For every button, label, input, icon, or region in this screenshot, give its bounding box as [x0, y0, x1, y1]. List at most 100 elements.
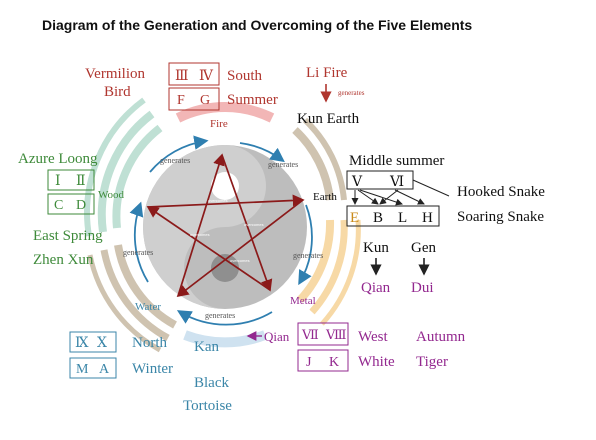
ring-water-segment: [87, 244, 177, 353]
earth-connector-lines: [351, 179, 450, 206]
fire-animal-line2: Bird: [104, 84, 131, 100]
water-code-bottom-1: M: [76, 362, 89, 377]
water-code-bottom-2: A: [99, 362, 110, 377]
fire-element-label: Fire: [210, 118, 228, 130]
earth-letter-b: B: [373, 210, 383, 226]
wood-code-box-top: [47, 169, 95, 191]
earth-season: Middle summer: [349, 153, 444, 169]
water-code-top-1: Ⅸ: [75, 336, 89, 351]
fire-code-top-1: Ⅲ: [175, 69, 189, 84]
ring-wood-segment: [84, 97, 163, 237]
wood-element-label: Wood: [98, 189, 125, 201]
cycle-arrow-fire-earth: [239, 142, 285, 163]
earth-letters-box: [346, 205, 440, 227]
water-element-label: Water: [135, 301, 161, 313]
cycle-arrow-wood-fire: [149, 135, 209, 173]
star-line-wood-earth: [147, 194, 305, 208]
wood-line1: East Spring: [33, 228, 103, 244]
kun-earth-label: Kun Earth: [297, 111, 360, 127]
overcomes-label-4: overcomes: [230, 258, 250, 263]
star-line-metal-wood: [146, 206, 271, 291]
metal-qian-label: Qian: [264, 329, 290, 344]
earth-letter-h: H: [422, 210, 433, 226]
cycle-arrow-earth-metal: [298, 204, 313, 286]
wood-code-bottom-2: D: [76, 198, 86, 213]
fire-animal-line1: Vermilion: [85, 66, 145, 82]
generates-label-earth-metal: generates: [293, 251, 323, 260]
generates-label-metal-water: generates: [205, 311, 235, 320]
earth-group: Middle summer Ⅴ Ⅵ E B L H Hooked Snake S…: [346, 153, 545, 296]
wood-code-top-2: Ⅱ: [76, 174, 86, 189]
metal-season: Autumn: [416, 329, 466, 345]
metal-code-top-1: Ⅶ: [301, 327, 319, 342]
earth-code-1: Ⅴ: [351, 175, 363, 190]
li-fire-generates: generates: [338, 89, 365, 97]
qian-target-label: Qian: [361, 280, 391, 296]
generates-label-water-wood: generates: [123, 248, 153, 257]
kun-label: Kun: [363, 240, 389, 256]
gen-label: Gen: [411, 240, 436, 256]
metal-group: Qian Ⅶ Ⅷ J K West Autumn White Tiger: [246, 322, 466, 372]
fire-code-top-2: Ⅳ: [199, 69, 214, 84]
metal-direction: West: [358, 329, 388, 345]
fire-code-bottom-2: G: [200, 93, 210, 108]
star-line-earth-water: [176, 199, 304, 298]
earth-code-2: Ⅵ: [389, 175, 404, 190]
ring-earth-segment: [292, 117, 347, 201]
earth-element-label: Earth: [313, 191, 337, 203]
cycle-arrow-water-wood: [129, 201, 149, 283]
water-animal-line1: Black: [194, 375, 229, 391]
wood-code-box-bottom: [47, 193, 95, 215]
earth-letter-l: L: [398, 210, 407, 226]
metal-code-top-2: Ⅷ: [325, 327, 346, 342]
earth-letter-e: E: [350, 210, 359, 226]
generation-cycle: [129, 135, 313, 326]
metal-code-box-bottom: [297, 349, 349, 372]
fire-code-box-top: [168, 62, 220, 86]
hooked-snake-label: Hooked Snake: [457, 184, 545, 200]
water-group: Ⅸ Ⅹ M A North Winter Kan Black Tortoise: [69, 331, 232, 414]
fire-season: Summer: [227, 92, 278, 108]
wood-group: Azure Loong Ⅰ Ⅱ C D East Spring Zhen Xun: [18, 151, 103, 268]
overcomes-labels: overcomes overcomes overcomes overcomes: [190, 198, 264, 263]
ring-metal-segment: [297, 219, 361, 326]
water-trigram: Kan: [194, 339, 219, 355]
water-code-top-2: Ⅹ: [97, 336, 107, 351]
wood-code-top-1: Ⅰ: [55, 174, 61, 189]
generates-label-fire-earth: generates: [268, 160, 298, 169]
ring-water-bottom: [183, 330, 267, 348]
yin-yang-symbol: [143, 145, 307, 309]
fire-group: Vermilion Bird Ⅲ Ⅳ F G South Summer: [85, 62, 278, 111]
water-direction: North: [132, 335, 167, 351]
li-fire-group: Li Fire generates Kun Earth: [297, 65, 365, 127]
overcomes-label-2: overcomes: [244, 222, 264, 227]
water-animal-line2: Tortoise: [183, 398, 232, 414]
dui-target-label: Dui: [411, 280, 434, 296]
water-code-box-top: [69, 331, 117, 353]
generates-label-wood-fire: generates: [160, 156, 190, 165]
fire-code-bottom-1: F: [177, 93, 185, 108]
water-season: Winter: [132, 361, 173, 377]
cycle-arrow-metal-water: [176, 310, 273, 326]
metal-animal: Tiger: [416, 354, 448, 370]
metal-code-bottom-2: K: [329, 355, 339, 370]
wood-animal: Azure Loong: [18, 151, 98, 167]
fire-code-box-bottom: [168, 87, 220, 111]
metal-code-box-top: [297, 322, 349, 346]
overcoming-star: [146, 153, 305, 298]
star-line-water-fire: [177, 153, 225, 297]
overcomes-label-1: overcomes: [208, 198, 228, 203]
ring-fire-segment: [175, 102, 275, 123]
water-code-box-bottom: [69, 357, 117, 379]
li-fire-label: Li Fire: [306, 65, 348, 81]
soaring-snake-label: Soaring Snake: [457, 209, 544, 225]
metal-code-bottom-1: J: [306, 355, 312, 370]
diagram-title: Diagram of the Generation and Overcoming…: [42, 17, 472, 33]
wood-line2: Zhen Xun: [33, 252, 94, 268]
overcomes-label-3: overcomes: [190, 232, 210, 237]
wood-code-bottom-1: C: [54, 198, 63, 213]
fire-direction: South: [227, 68, 263, 84]
metal-element-label: Metal: [290, 295, 316, 307]
star-line-fire-metal: [221, 154, 273, 292]
